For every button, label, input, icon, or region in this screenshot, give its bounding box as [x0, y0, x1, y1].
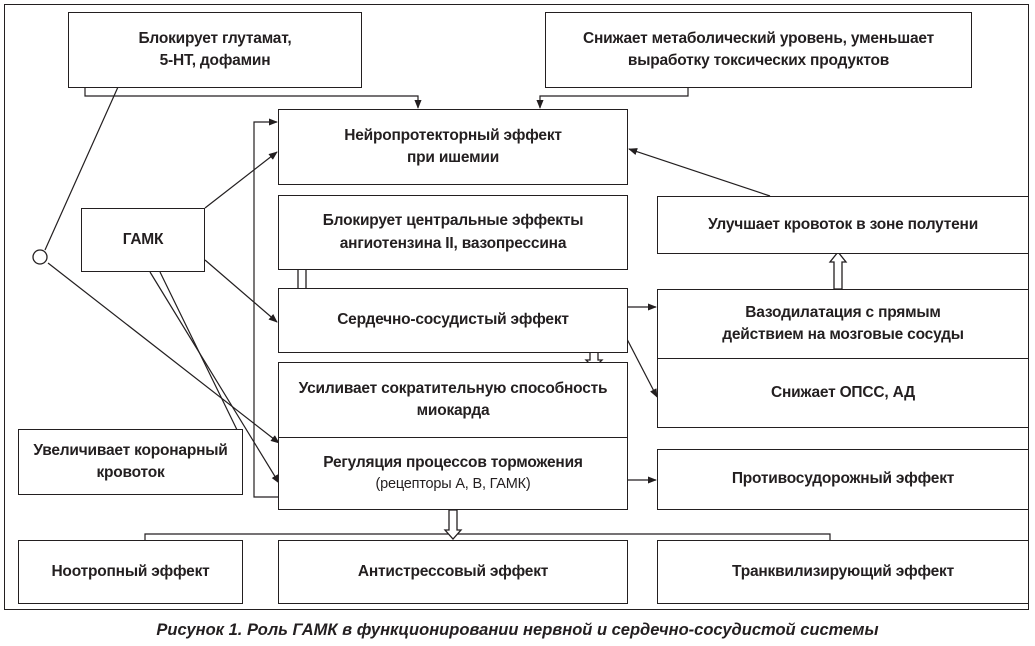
node-reduces-metabolic: Снижает метаболический уровень, уменьшае… [545, 12, 972, 88]
node-blocks-glutamate: Блокирует глутамат, 5-НТ, дофамин [68, 12, 362, 88]
node-cardiovascular-effect: Сердечно-сосудистый эффект [278, 288, 628, 353]
edge-metabolic-neuro [536, 87, 689, 109]
node-nootropic-effect: Ноотропный эффект [18, 540, 243, 604]
hollow-arrow-up-bloodflow [828, 250, 848, 290]
junction-circle-left [32, 249, 48, 265]
node-blocks-angiotensin: Блокирует центральные эффекты ангиотензи… [278, 195, 628, 270]
node-gaba: ГАМК [81, 208, 205, 272]
node-tranquilizing-effect: Транквилизирующий эффект [657, 540, 1029, 604]
node-antistress-effect: Антистрессовый эффект [278, 540, 628, 604]
edge-bracket-neuro [253, 118, 278, 498]
node-improves-blood-flow: Улучшает кровоток в зоне полутени [657, 196, 1029, 254]
edge-gaba-cardio [204, 259, 278, 323]
node-anticonvulsant-effect: Противосудорожный эффект [657, 449, 1029, 510]
edge-gaba-neuro [204, 151, 278, 209]
node-myocardial-contractility: Усиливает сократительную способность мио… [278, 362, 628, 438]
edge-bottom-brace [144, 533, 831, 540]
edge-glutamate-neuro [84, 87, 422, 109]
edge-bloodflow-neuro [628, 148, 771, 197]
edge-circle-inhibition [47, 262, 280, 444]
edge-gaba-inhibition [149, 271, 280, 484]
hollow-arrow-down-effects [443, 509, 463, 540]
node-coronary-blood-flow: Увеличивает коронарный кровоток [18, 429, 243, 495]
node-inhibition-regulation: Регуляция процессов торможения (рецептор… [278, 437, 628, 510]
figure-caption: Рисунок 1. Роль ГАМК в функционировании … [156, 621, 879, 639]
node-reduces-vascular-resistance: Снижает ОПСС, АД [657, 358, 1029, 428]
node-vasodilation: Вазодилатация с прямым действием на мозг… [657, 289, 1029, 359]
node-neuroprotective-effect: Нейропротекторный эффект при ишемии [278, 109, 628, 185]
edge-glutamate-circle [44, 86, 119, 251]
